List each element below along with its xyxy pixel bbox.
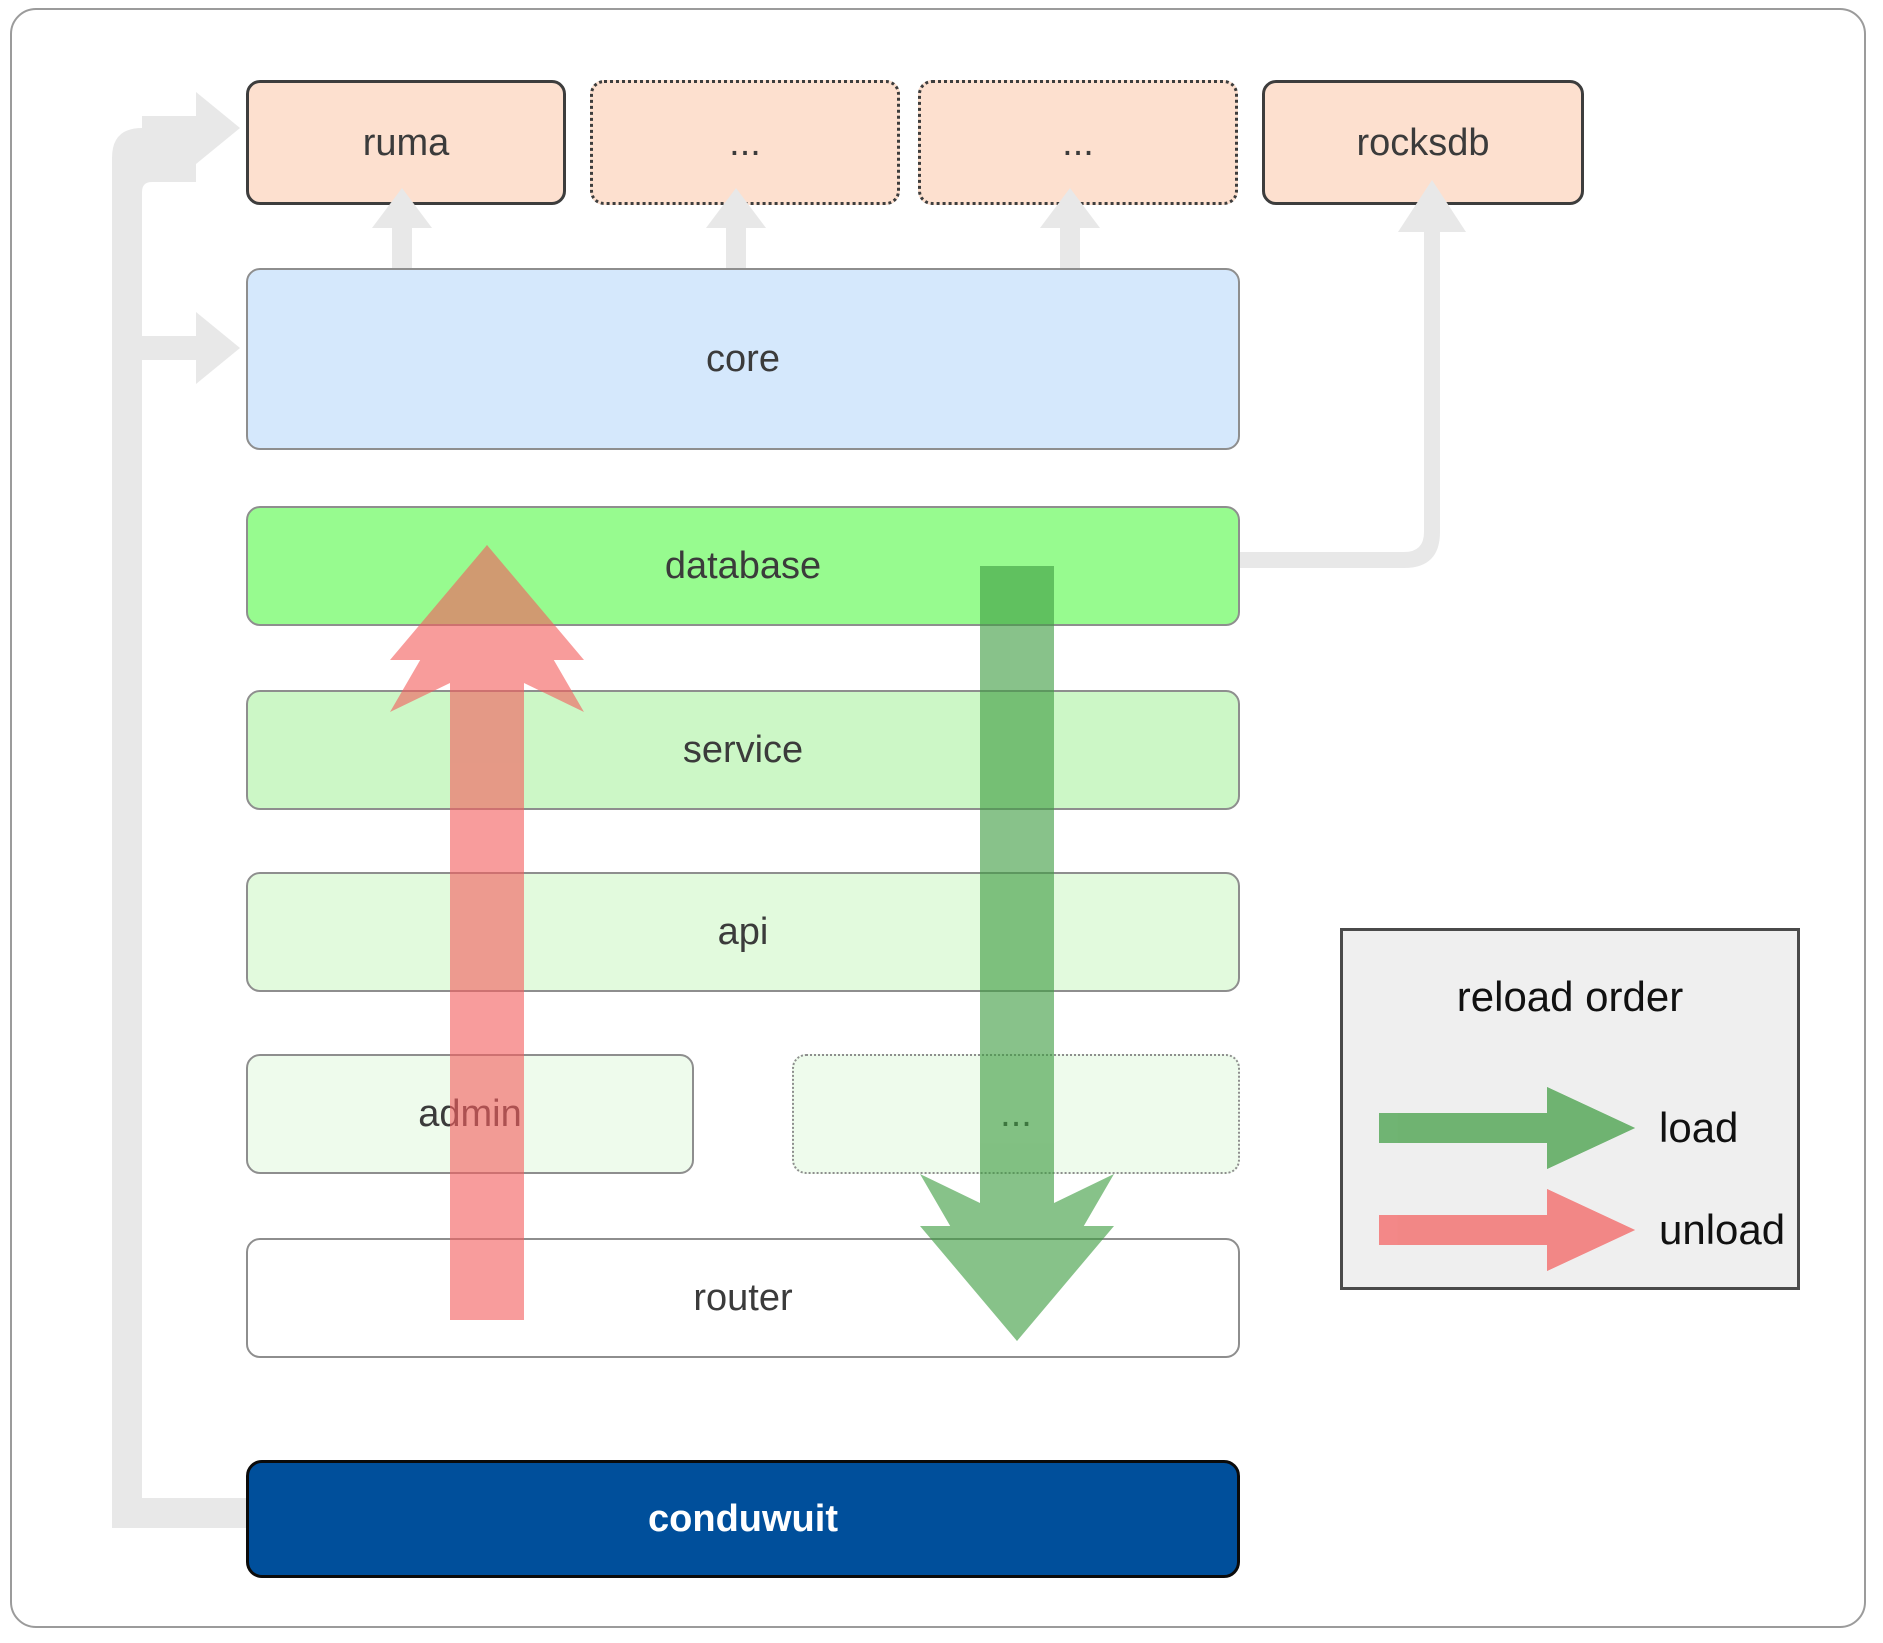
layer-core[interactable]: core: [246, 268, 1240, 450]
legend-unload-label: unload: [1659, 1206, 1786, 1253]
legend-load-label: load: [1659, 1104, 1739, 1151]
legend-title: reload order: [1456, 973, 1684, 1020]
layer-router-label: router: [693, 1277, 793, 1319]
layer-database-label: database: [664, 545, 822, 587]
layer-router[interactable]: router: [246, 1238, 1240, 1358]
layer-admin[interactable]: admin: [246, 1054, 694, 1174]
layer-database[interactable]: database: [246, 506, 1240, 626]
crate-ruma-label: ruma: [362, 121, 450, 164]
application-conduwuit[interactable]: conduwuit: [246, 1460, 1240, 1578]
layer-service-label: service: [682, 729, 804, 771]
application-conduwuit-label: conduwuit: [648, 1498, 838, 1540]
layer-core-label: core: [706, 338, 780, 380]
crate-placeholder-1-label: ...: [729, 121, 761, 164]
layer-placeholder-label: ...: [1000, 1093, 1032, 1135]
crate-rocksdb[interactable]: rocksdb: [1262, 80, 1584, 205]
layer-service[interactable]: service: [246, 690, 1240, 810]
layer-placeholder[interactable]: ...: [792, 1054, 1240, 1174]
crate-placeholder-2-label: ...: [1062, 121, 1094, 164]
layer-admin-label: admin: [418, 1093, 522, 1135]
layer-api-label: api: [717, 911, 769, 953]
load-arrow-icon: [1379, 1087, 1635, 1169]
crate-placeholder-2[interactable]: ...: [918, 80, 1238, 205]
crate-placeholder-1[interactable]: ...: [590, 80, 900, 205]
legend-reload-order: reload order load unload: [1340, 928, 1800, 1290]
diagram-frame: [10, 8, 1866, 1628]
crate-rocksdb-label: rocksdb: [1356, 121, 1490, 164]
legend-item-load: load: [1343, 1083, 1797, 1173]
layer-api[interactable]: api: [246, 872, 1240, 992]
legend-item-unload: unload: [1343, 1185, 1797, 1275]
crate-ruma[interactable]: ruma: [246, 80, 566, 205]
unload-arrow-icon: [1379, 1189, 1635, 1271]
